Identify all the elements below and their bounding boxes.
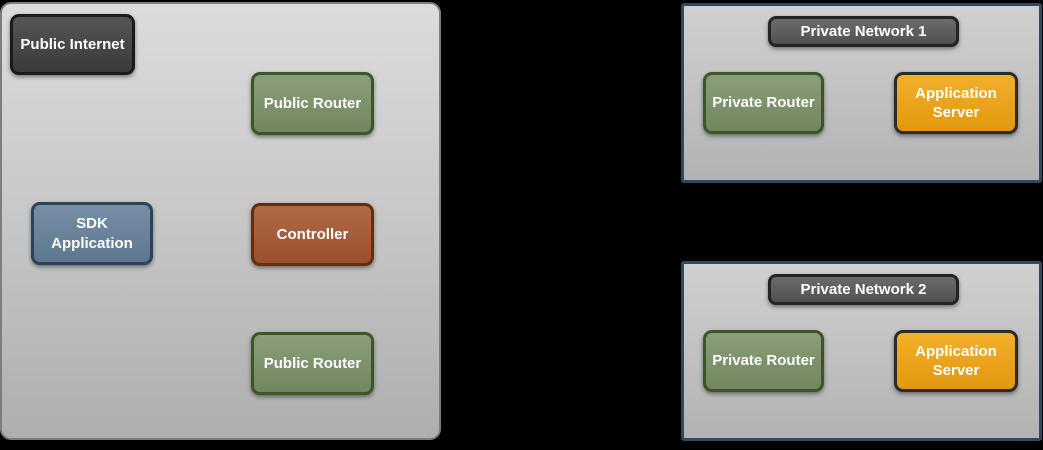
private-network-1-title-badge: Private Network 1 xyxy=(768,16,959,47)
private-network-2-application-server-node: Application Server xyxy=(894,330,1018,392)
public-zone-container: Public Internet Public Router SDK Applic… xyxy=(0,2,441,440)
sdk-application-node: SDK Application xyxy=(31,202,153,265)
private-network-1-container: Private Network 1 Private Router Applica… xyxy=(681,3,1042,183)
private-network-2-title-badge: Private Network 2 xyxy=(768,274,959,305)
public-router-top-node: Public Router xyxy=(251,72,374,135)
private-network-2-private-router-node: Private Router xyxy=(703,330,824,392)
controller-node: Controller xyxy=(251,203,374,266)
private-network-1-private-router-node: Private Router xyxy=(703,72,824,134)
public-internet-node: Public Internet xyxy=(10,14,135,75)
private-network-2-container: Private Network 2 Private Router Applica… xyxy=(681,261,1042,441)
public-router-bottom-node: Public Router xyxy=(251,332,374,395)
private-network-1-application-server-node: Application Server xyxy=(894,72,1018,134)
